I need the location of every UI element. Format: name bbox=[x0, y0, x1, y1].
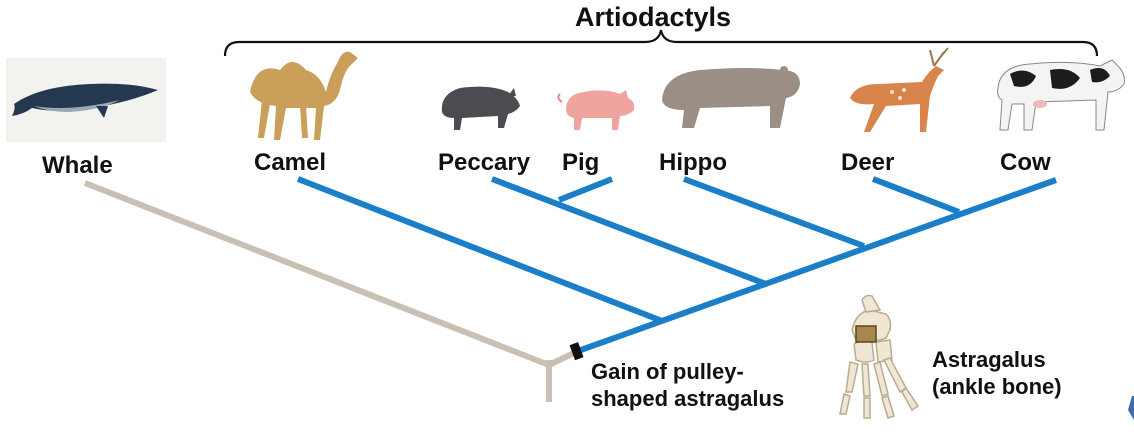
hippo-branch bbox=[684, 179, 864, 246]
whale-image bbox=[6, 58, 166, 142]
character-change-line1: Gain of pulley- bbox=[591, 358, 784, 385]
artiodactyl-backbone bbox=[578, 180, 1056, 351]
artiodactyls-bracket bbox=[225, 30, 1097, 56]
taxon-label-camel: Camel bbox=[254, 149, 326, 177]
camel-image bbox=[250, 52, 358, 140]
taxon-label-whale: Whale bbox=[42, 152, 113, 180]
pig-branch bbox=[559, 179, 612, 200]
taxon-label-pig: Pig bbox=[562, 149, 599, 177]
camel-branch bbox=[298, 179, 662, 321]
taxon-label-cow: Cow bbox=[1000, 149, 1051, 177]
astragalus-label: Astragalus (ankle bone) bbox=[932, 346, 1062, 400]
astragalus-highlight bbox=[856, 326, 876, 342]
character-change-label: Gain of pulley- shaped astragalus bbox=[591, 358, 784, 412]
taxon-label-deer: Deer bbox=[841, 149, 894, 177]
hippo-image bbox=[662, 66, 800, 128]
outgroup-branches bbox=[85, 183, 578, 402]
astragalus-foot-image bbox=[840, 296, 918, 419]
taxon-label-peccary: Peccary bbox=[438, 149, 530, 177]
peccary-image bbox=[442, 87, 520, 130]
astragalus-label-line2: (ankle bone) bbox=[932, 373, 1062, 400]
deer-image bbox=[850, 48, 948, 132]
whale-branch bbox=[85, 183, 549, 365]
artiodactyl-branches bbox=[298, 179, 1056, 351]
taxon-label-hippo: Hippo bbox=[659, 149, 727, 177]
pig-image bbox=[558, 90, 634, 130]
character-change-line2: shaped astragalus bbox=[591, 385, 784, 412]
edge-mark bbox=[1128, 396, 1134, 420]
artiodactyls-label: Artiodactyls bbox=[575, 2, 731, 33]
astragalus-label-line1: Astragalus bbox=[932, 346, 1062, 373]
cow-image bbox=[998, 60, 1125, 130]
deer-branch bbox=[873, 179, 959, 212]
